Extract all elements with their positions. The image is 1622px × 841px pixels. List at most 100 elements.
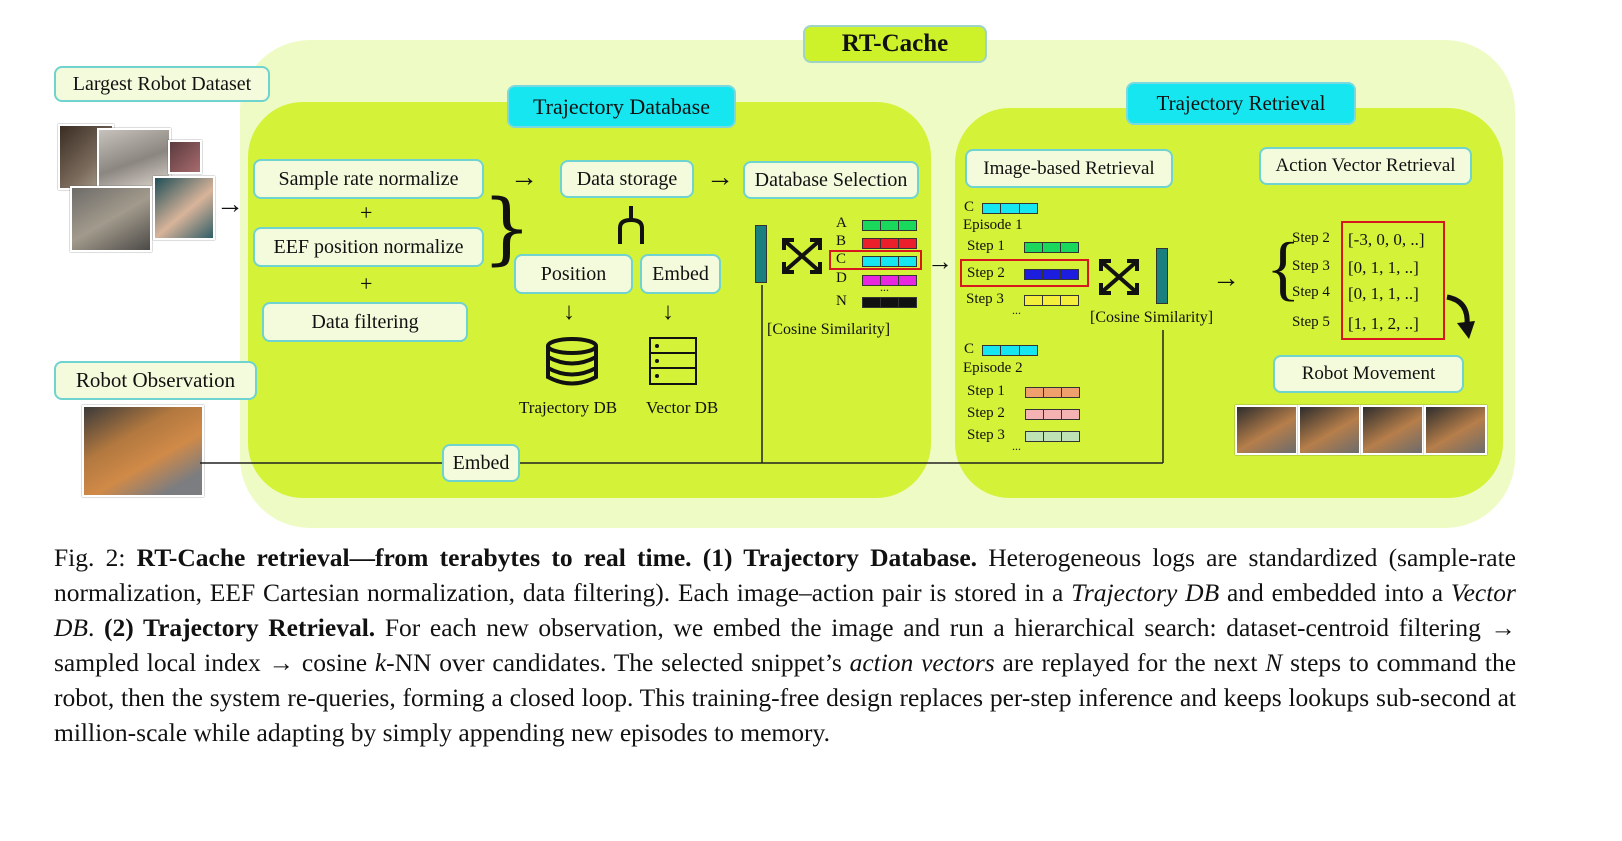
ep2-step2-label: Step 2 [967, 405, 1005, 421]
db-vector-a [862, 220, 917, 231]
ep2-step3-label: Step 3 [967, 427, 1005, 443]
ep2-step2-vector [1025, 409, 1080, 420]
trajectory-db-label: Trajectory DB [519, 398, 618, 417]
arrow-right-icon: → [927, 247, 953, 276]
action-step-3-label: Step 3 [1292, 258, 1330, 274]
cosine-similarity-label-1: [Cosine Similarity] [767, 321, 891, 338]
db-label-a: A [836, 215, 847, 231]
action-value-3: [0, 1, 1, ..] [1348, 284, 1419, 303]
caption-italic-4: action vectors [849, 648, 995, 677]
similarity-cross-icon [782, 238, 822, 274]
ep2-step3-vector [1025, 431, 1080, 442]
caption-italic-5: N [1265, 648, 1283, 677]
db-label-ellipsis: ... [880, 280, 889, 294]
vector-db-label: Vector DB [646, 398, 719, 417]
embed-bottom-button: Embed [442, 444, 520, 482]
episode1-centroid-vector [982, 203, 1038, 214]
ep2-step1-label: Step 1 [967, 383, 1005, 399]
episode2-centroid-label: C [964, 341, 975, 357]
action-values-frame [1341, 221, 1445, 340]
caption-text-6: are replayed for the next [994, 648, 1266, 677]
plus-sign-2: + [360, 271, 373, 296]
largest-robot-dataset-label: Largest Robot Dataset [54, 66, 270, 102]
movement-frame-2 [1298, 405, 1361, 455]
ep1-ellipsis: ... [1012, 303, 1021, 317]
image-based-retrieval: Image-based Retrieval [965, 149, 1173, 188]
action-value-4: [1, 1, 2, ..] [1348, 314, 1419, 333]
arrow-right-icon: → [216, 189, 244, 220]
caption-bold-2: (2) Trajectory Retrieval. [104, 613, 376, 642]
caption-text-2: and embedded into a [1219, 578, 1451, 607]
action-step-4-label: Step 4 [1292, 284, 1330, 300]
db-vector-d [862, 275, 917, 286]
trajectory-database-header: Trajectory Database [507, 85, 736, 128]
arrow-down-icon: ↓ [563, 299, 575, 325]
ep1-step2-vector [1024, 269, 1079, 280]
dataset-photo-4 [70, 186, 152, 252]
action-step-5-label: Step 5 [1292, 314, 1330, 330]
vector-db-icon [649, 337, 697, 385]
episode1-centroid-label: C [964, 199, 975, 215]
caption-italic-1: Trajectory DB [1071, 578, 1220, 607]
figure-caption: Fig. 2: RT-Cache retrieval—from terabyte… [54, 540, 1516, 750]
caption-text-1: Heterogeneous logs are standardized (sam… [54, 543, 1516, 607]
movement-frame-3 [1361, 405, 1424, 455]
query-vector [755, 225, 767, 283]
sample-rate-normalize: Sample rate normalize [253, 159, 484, 199]
caption-italic-3: k [374, 648, 387, 677]
movement-frame-4 [1424, 405, 1487, 455]
caption-text-4: For each new observation, we embed the i… [54, 613, 1516, 677]
dataset-photo-3 [168, 140, 202, 174]
db-vector-n [862, 297, 917, 308]
ep1-step3-label: Step 3 [966, 291, 1004, 307]
database-selection: Database Selection [743, 161, 919, 199]
robot-observation-photo [82, 405, 204, 497]
ep1-step1-label: Step 1 [967, 238, 1005, 254]
caption-text-5: -NN over candidates. The selected snippe… [386, 648, 850, 677]
movement-frame-1 [1235, 405, 1298, 455]
arrow-right-icon: → [1212, 263, 1240, 294]
connector-lines [200, 285, 1164, 464]
episode2-centroid-vector [982, 345, 1038, 356]
episode1-label: Episode 1 [963, 217, 1023, 233]
rt-cache-title: RT-Cache [803, 25, 987, 63]
plus-sign-1: + [360, 200, 373, 225]
caption-bold-1: RT-Cache retrieval—from terabytes to rea… [136, 543, 978, 572]
db-vector-c [862, 256, 917, 267]
arrow-down-icon: ↓ [662, 299, 674, 325]
robot-observation-label: Robot Observation [54, 361, 257, 400]
curly-brace-left-icon: { [1266, 228, 1301, 308]
dataset-photo-5 [153, 176, 215, 240]
trajectory-retrieval-header: Trajectory Retrieval [1126, 82, 1356, 125]
ep1-step3-vector [1024, 295, 1079, 306]
data-storage: Data storage [560, 160, 694, 198]
query-vector-2 [1156, 248, 1168, 304]
caption-italic-2: Vector DB [54, 578, 1516, 642]
action-value-1: [-3, 0, 0, ..] [1348, 230, 1425, 249]
db-label-c: C [836, 251, 847, 267]
arrow-right-icon: → [706, 162, 734, 193]
similarity-cross-icon [1099, 259, 1139, 295]
eef-position-normalize: EEF position normalize [253, 227, 484, 267]
db-label-n: N [836, 293, 847, 309]
ep2-ellipsis: ... [1012, 439, 1021, 453]
action-value-2: [0, 1, 1, ..] [1348, 258, 1419, 277]
robot-movement: Robot Movement [1273, 355, 1464, 393]
ep1-step1-vector [1024, 242, 1079, 253]
data-filtering: Data filtering [262, 302, 468, 342]
ep2-step1-vector [1025, 387, 1080, 398]
caption-text-7: steps to command the robot, then the sys… [54, 648, 1517, 747]
episode2-label: Episode 2 [963, 360, 1023, 376]
embed-box: Embed [640, 254, 721, 294]
ep1-selected-frame [960, 259, 1089, 287]
ep1-step2-label: Step 2 [967, 265, 1005, 281]
db-selected-frame [829, 250, 922, 270]
db-vector-b [862, 238, 917, 249]
action-vector-retrieval: Action Vector Retrieval [1259, 147, 1472, 185]
arrow-right-icon: → [510, 162, 538, 193]
db-label-d: D [836, 270, 847, 286]
position-box: Position [514, 254, 633, 294]
caption-text-3: . [88, 613, 105, 642]
caption-fig-label: Fig. 2: [54, 543, 126, 572]
db-label-b: B [836, 233, 847, 249]
